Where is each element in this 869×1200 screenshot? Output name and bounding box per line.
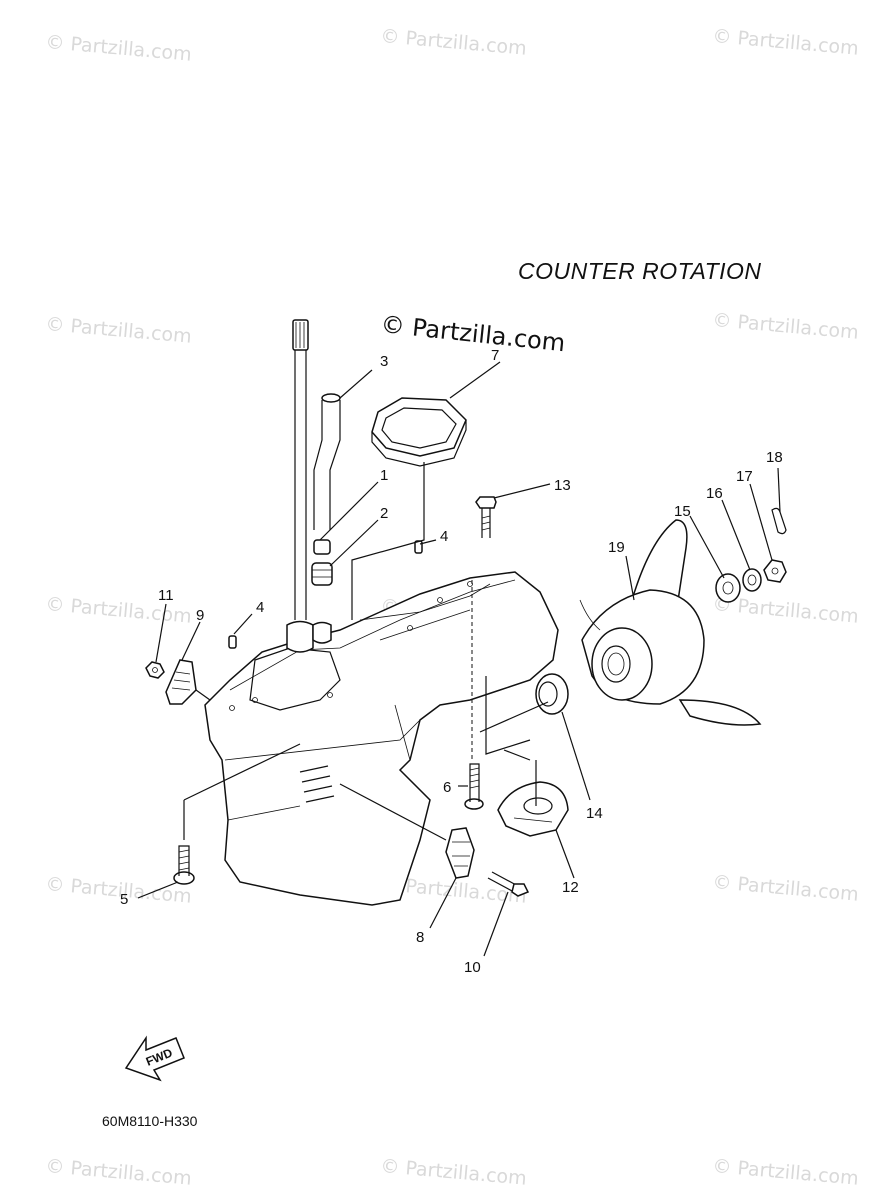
dowel-pin-part-4 <box>228 635 237 649</box>
callout-6: 6 <box>443 779 451 796</box>
gasket-part-7 <box>371 397 467 467</box>
watermark: © Partzilla.com <box>45 873 193 908</box>
watermark: © Partzilla.com <box>712 309 860 344</box>
callout-14: 14 <box>586 805 603 822</box>
callout-labels: 3 7 1 2 13 4 4 11 9 19 15 16 17 18 6 14 … <box>120 347 783 976</box>
anode-part-8 <box>445 827 475 879</box>
callout-8: 8 <box>416 929 424 946</box>
watermark: © Partzilla.com <box>45 31 193 66</box>
callout-16: 16 <box>706 485 723 502</box>
washer-part-16 <box>742 568 762 592</box>
bolt-part-6 <box>464 763 484 810</box>
watermark: © Partzilla.com <box>712 871 860 906</box>
watermark: © Partzilla.com <box>380 25 528 60</box>
watermark-center: © Partzilla.com <box>379 310 566 357</box>
thrust-washer-part-15 <box>715 573 741 603</box>
callout-1: 1 <box>380 467 388 484</box>
bolt-part-5 <box>173 845 195 885</box>
nut-part-11 <box>145 661 165 679</box>
watermark: © Partzilla.com <box>712 25 860 60</box>
callout-13: 13 <box>554 477 571 494</box>
diagram-heading: COUNTER ROTATION <box>518 258 762 284</box>
callout-7: 7 <box>491 347 499 364</box>
trim-tab-part-12 <box>497 781 569 837</box>
grommet-part-1 <box>313 539 331 555</box>
callout-5: 5 <box>120 891 128 908</box>
drive-shaft <box>286 319 314 653</box>
propeller-part-19 <box>579 519 762 726</box>
fwd-arrow-icon: FWD <box>124 1035 185 1082</box>
watermark: © Partzilla.com <box>45 313 193 348</box>
watermark: © Partzilla.com <box>712 1155 860 1190</box>
callout-17: 17 <box>736 468 753 485</box>
callout-3: 3 <box>380 353 388 370</box>
lower-unit-housing <box>204 571 559 906</box>
bolt-part-13 <box>475 496 497 538</box>
water-tube-part-3 <box>313 393 341 530</box>
cotter-pin-part-18 <box>771 507 787 535</box>
leader-lines <box>137 361 781 957</box>
watermark: © Partzilla.com <box>45 1155 193 1190</box>
bolt-part-10 <box>487 871 530 897</box>
callout-4: 4 <box>440 528 448 545</box>
callout-19: 19 <box>608 539 625 556</box>
anode-plate-part-9 <box>165 659 197 705</box>
nut-part-17 <box>763 559 787 583</box>
callout-2: 2 <box>380 505 388 522</box>
spacer-part-14 <box>535 673 569 715</box>
drawing-code: 60M8110-H330 <box>102 1113 198 1129</box>
watermark: © Partzilla.com <box>380 1155 528 1190</box>
callout-9: 9 <box>196 607 204 624</box>
callout-15: 15 <box>674 503 691 520</box>
callout-12: 12 <box>562 879 579 896</box>
callout-4-left: 4 <box>256 599 264 616</box>
callout-10: 10 <box>464 959 481 976</box>
callout-11: 11 <box>158 587 174 604</box>
water-tube-seal <box>312 621 332 644</box>
grommet-part-2 <box>311 562 333 586</box>
callout-18: 18 <box>766 449 783 466</box>
